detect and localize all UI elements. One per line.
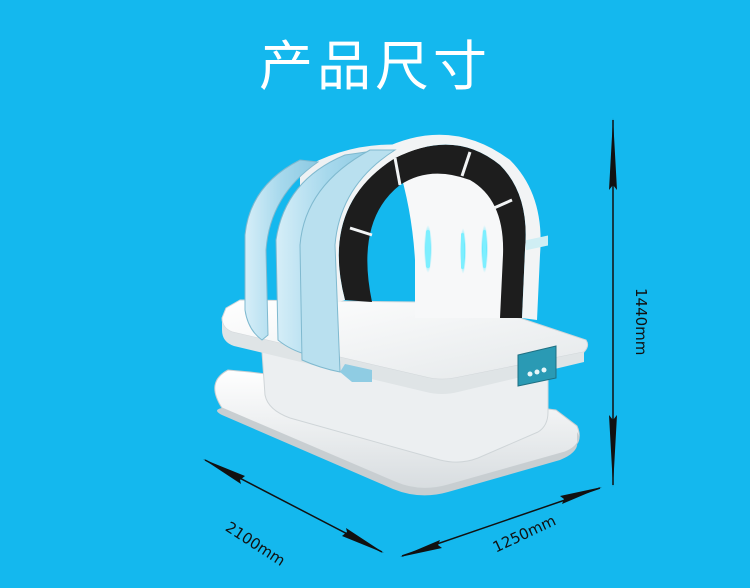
height-label: 1440mm [632, 288, 650, 356]
height-dimension-line [609, 118, 617, 487]
panel-button[interactable] [541, 367, 547, 373]
arch-inner [398, 160, 505, 318]
panel-button[interactable] [534, 369, 540, 375]
blue-side-band [244, 149, 397, 382]
length-dimension-line [203, 459, 384, 553]
panel-display [526, 235, 548, 251]
control-panel[interactable] [517, 235, 557, 387]
light-strips [424, 225, 488, 274]
page-title: 产品尺寸 [259, 35, 491, 98]
black-arch-ring [321, 134, 541, 320]
panel-button[interactable] [527, 371, 533, 377]
width-dimension-line [400, 487, 602, 557]
